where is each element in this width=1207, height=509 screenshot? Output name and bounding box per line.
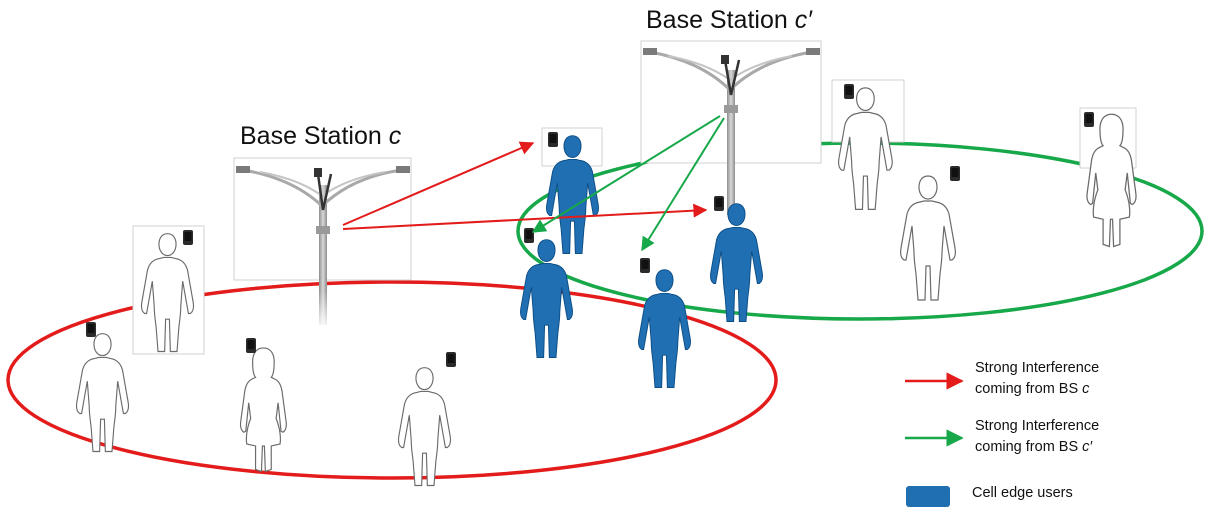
legend-green-line2-prefix: coming from BS: [975, 439, 1083, 455]
regular-user: [831, 79, 905, 210]
interference-arrow-c-prime: [641, 117, 725, 252]
legend-cell-edge-swatch: [906, 486, 950, 507]
regular-user: [239, 338, 287, 472]
regular-user: [1079, 107, 1137, 248]
cell-boundary-c: [6, 280, 778, 480]
legend-red-label: Strong Interference coming from BS c: [975, 358, 1099, 400]
base-station-c-title: Base Station c: [240, 122, 401, 151]
regular-user: [75, 322, 130, 453]
legend-green-line2: coming from BS c′: [975, 437, 1099, 458]
legend-red-line2-symbol: c: [1082, 381, 1090, 397]
cell-edge-user: [541, 127, 603, 254]
interference-arrow-c: [342, 203, 708, 230]
cell-edge-user: [710, 196, 763, 322]
regular-user: [132, 225, 205, 355]
legend-red-line1: Strong Interference: [975, 360, 1100, 376]
base-station-c-title-prefix: Base Station: [240, 122, 389, 150]
cell-edge-user: [638, 258, 691, 388]
base-station-c-prime-title: Base Station c′: [646, 6, 812, 35]
legend-cell-edge-label: Cell edge users: [972, 485, 1073, 501]
base-station-c-title-symbol: c: [388, 122, 402, 150]
base-station-c-prime-title-prefix: Base Station: [646, 6, 795, 34]
legend-green-line1: Strong Interference: [975, 418, 1100, 434]
regular-user: [397, 352, 456, 487]
legend-red-line2: coming from BS c: [975, 379, 1099, 400]
regular-user: [900, 166, 960, 301]
interference-arrow-c: [342, 141, 535, 226]
legend-green-label: Strong Interference coming from BS c′: [975, 416, 1099, 458]
base-station-c-prime-tower: [640, 40, 822, 215]
base-station-c-tower: [233, 157, 412, 330]
legend-red-line2-prefix: coming from BS: [975, 381, 1083, 397]
legend-green-line2-symbol: c′: [1082, 439, 1093, 455]
base-station-c-prime-title-symbol: c′: [794, 6, 812, 34]
interference-arrow-c-prime: [531, 115, 721, 233]
